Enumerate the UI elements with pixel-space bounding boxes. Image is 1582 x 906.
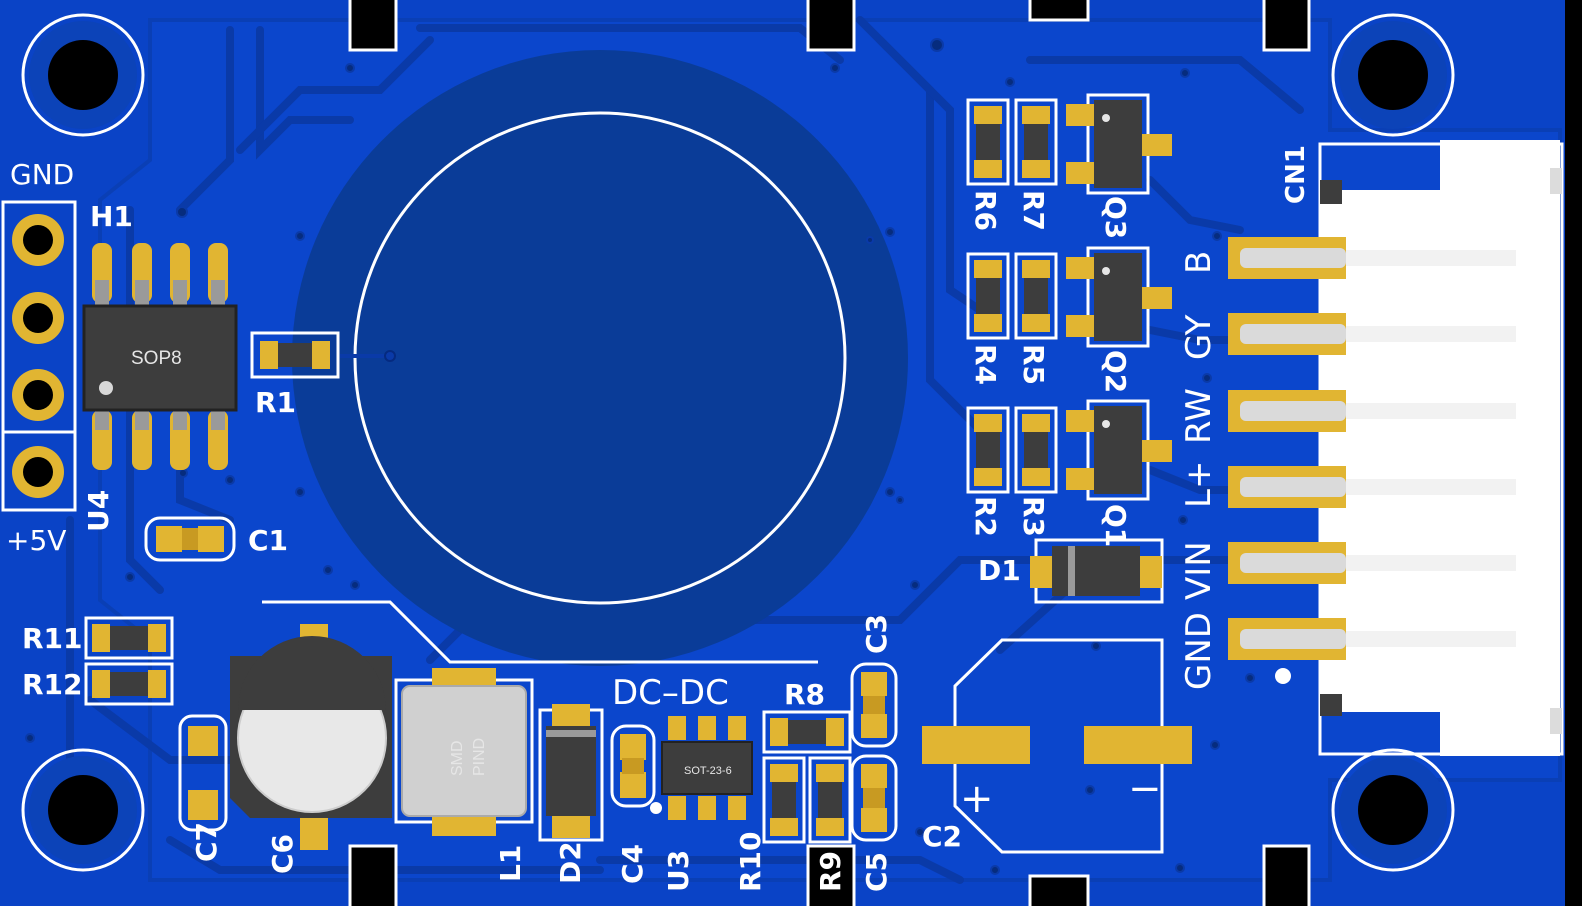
diode-d1 — [1030, 538, 1164, 604]
designator-c2: C2 — [922, 820, 962, 853]
cap-c4 — [610, 724, 656, 808]
designator-u4: U4 — [82, 490, 115, 532]
cap-c6 — [230, 624, 392, 850]
cn1-pin-gnd — [1228, 618, 1516, 660]
pin-label-gy: GY — [1179, 314, 1219, 360]
dcdc-outline — [262, 600, 818, 664]
designator-q3: Q3 — [1099, 196, 1132, 239]
cn1-pin-b — [1228, 237, 1516, 279]
designator-d2: D2 — [554, 841, 587, 884]
designator-r2: R2 — [969, 496, 1002, 537]
resistor-r7 — [1014, 98, 1058, 186]
diode-d2 — [538, 704, 604, 842]
pin-label-rw: RW — [1179, 388, 1219, 444]
designator-c7: C7 — [190, 822, 223, 862]
buzzer-lead-via — [384, 350, 396, 362]
label-dc-dc: DC–DC — [612, 673, 729, 713]
pin1-marker — [99, 381, 113, 395]
designator-r5: R5 — [1017, 344, 1050, 385]
transistor-q2 — [1066, 246, 1172, 348]
cn1-pin-gy — [1228, 313, 1516, 355]
designator-d1: D1 — [978, 554, 1021, 587]
pin-label-b: B — [1179, 251, 1219, 274]
cap-c2 — [922, 638, 1192, 854]
header-pin-4 — [12, 446, 64, 498]
designator-u3: U3 — [662, 850, 695, 892]
header-pin-3 — [12, 369, 64, 421]
resistor-r9 — [808, 756, 852, 844]
designator-r11: R11 — [22, 622, 83, 655]
designator-r4: R4 — [969, 344, 1002, 385]
c2-polarity-minus: − — [1128, 766, 1162, 812]
resistor-r11 — [84, 616, 174, 660]
ic-u4 — [82, 243, 238, 470]
transistor-q3 — [1066, 93, 1172, 195]
designator-h1: H1 — [90, 200, 133, 233]
header-pin-1 — [12, 214, 64, 266]
buzzer-outline — [353, 111, 847, 605]
ic-u3 — [650, 716, 753, 820]
chip-marking-pind: PIND — [471, 738, 488, 776]
chip-marking-sop8: SOP8 — [131, 348, 182, 369]
designator-c3: C3 — [860, 614, 893, 654]
cap-c7 — [178, 714, 228, 832]
connector-cn1 — [1275, 140, 1564, 756]
designator-r8: R8 — [784, 678, 825, 711]
resistor-r5 — [1014, 252, 1058, 340]
resistor-r3 — [1014, 406, 1058, 494]
mounting-holes — [21, 13, 1455, 872]
designator-r9: R9 — [814, 851, 847, 892]
pin1-marker-cn1 — [1275, 668, 1291, 684]
chip-marking-smd: SMD — [449, 740, 466, 776]
designator-q1: Q1 — [1099, 504, 1132, 547]
resistor-r12 — [84, 662, 174, 706]
connector-pins — [1228, 237, 1516, 660]
resistor-r4 — [966, 252, 1010, 340]
designator-r3: R3 — [1017, 496, 1050, 537]
vias — [25, 38, 1255, 875]
designator-c4: C4 — [616, 844, 649, 884]
designator-q2: Q2 — [1099, 350, 1132, 393]
cap-c1 — [144, 516, 236, 562]
header-h1 — [1, 200, 77, 512]
designator-cn1: CN1 — [1281, 145, 1311, 204]
inductor-l1 — [394, 668, 534, 836]
designator-r12: R12 — [22, 668, 83, 701]
designator-c1: C1 — [248, 524, 288, 557]
c2-polarity-plus: + — [960, 776, 994, 822]
resistor-r1 — [250, 331, 340, 379]
chip-marking-sot23: SOT-23-6 — [684, 765, 732, 777]
cn1-pin-vin — [1228, 542, 1516, 584]
edge-notches — [348, 0, 1311, 906]
pin-label-vin: VIN — [1179, 541, 1219, 600]
cap-c3 — [850, 662, 898, 748]
resistor-r8 — [762, 710, 852, 754]
label-gnd-header: GND — [10, 158, 74, 191]
designator-c6: C6 — [266, 834, 299, 874]
designator-r6: R6 — [969, 190, 1002, 231]
board-edge-right — [1565, 0, 1582, 906]
resistor-r2 — [966, 406, 1010, 494]
cn1-pin-lplus — [1228, 466, 1516, 508]
cn1-pin-rw — [1228, 390, 1516, 432]
resistor-r10 — [762, 756, 806, 844]
resistor-r6 — [966, 98, 1010, 186]
transistor-q1 — [1066, 399, 1172, 501]
label-5v-header: +5V — [6, 524, 66, 557]
cap-c5 — [850, 754, 898, 842]
pin-label-lplus: L+ — [1179, 461, 1219, 508]
pin-label-gnd: GND — [1179, 612, 1219, 690]
designator-r7: R7 — [1017, 190, 1050, 231]
designator-c5: C5 — [860, 852, 893, 892]
header-pin-2 — [12, 292, 64, 344]
designator-l1: L1 — [494, 845, 527, 882]
designator-r1: R1 — [255, 386, 296, 419]
designator-r10: R10 — [734, 831, 767, 892]
